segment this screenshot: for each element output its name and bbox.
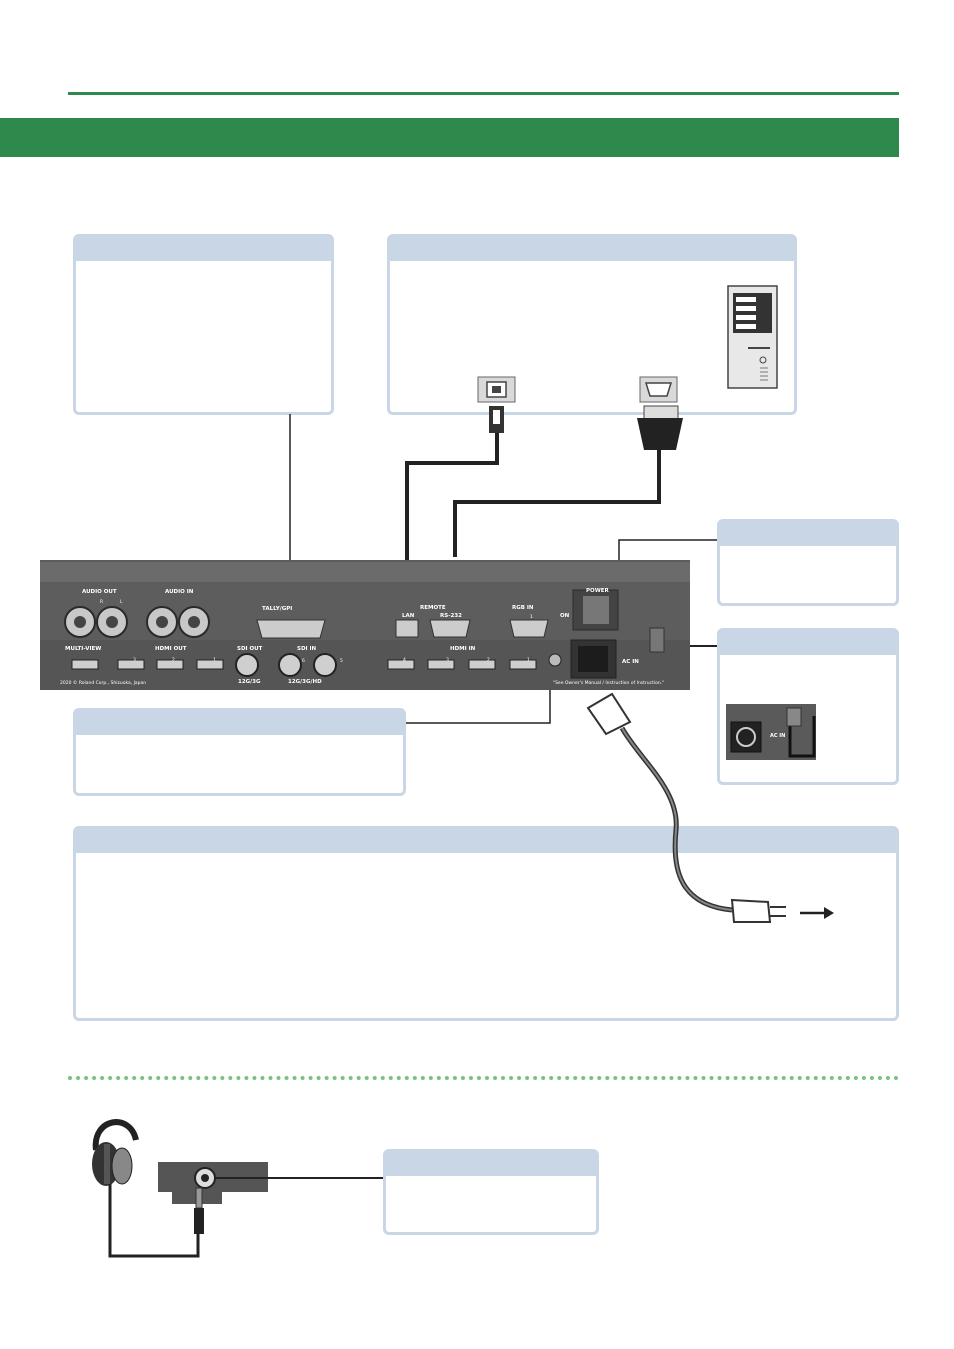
label-tally-gpi: TALLY/GPI: [262, 606, 292, 612]
ground-callout: [73, 708, 406, 796]
panel-footer-left: 2020 © Roland Corp., Shizuoka, Japan: [60, 679, 146, 686]
label-sdi-sub1: 12G/3G: [238, 679, 261, 685]
label-audio-in: AUDIO IN: [165, 589, 194, 595]
label-rs232: RS-232: [440, 613, 462, 619]
label-ac-in: AC IN: [622, 659, 639, 665]
label-in-1: 1: [527, 657, 530, 663]
label-in-2: 2: [487, 657, 490, 663]
power-callout: [717, 519, 899, 606]
phones-callout: [383, 1149, 599, 1235]
headphones-icon: [92, 1119, 139, 1186]
section-header-band: [0, 118, 899, 157]
label-power: POWER: [586, 588, 610, 594]
dotted-divider: [68, 1076, 899, 1080]
rear-panel: AUDIO OUT AUDIO IN MULTI-VIEW HDMI OUT T…: [40, 560, 690, 690]
label-out-1: 1: [213, 657, 216, 663]
label-rgb-in: RGB IN: [512, 605, 534, 611]
lan-port-icon: [477, 376, 516, 403]
headphone-cable: [108, 1177, 383, 1258]
inset-ac-in-label: AC IN: [770, 733, 785, 739]
label-lan: LAN: [402, 613, 415, 619]
label-r: R: [100, 599, 103, 605]
computer-icon: [727, 285, 778, 389]
label-hdmi-out: HDMI OUT: [155, 646, 187, 652]
label-sdi-out: SDI OUT: [237, 646, 263, 652]
label-rgb-1: 1: [530, 614, 533, 620]
panel-footer-mid: "See Owner's Manual / Instruction of Ins…: [553, 680, 664, 686]
rs232-port-icon: [639, 376, 678, 403]
cord-hook-inset: AC IN: [726, 704, 816, 760]
label-l: L: [120, 599, 123, 605]
label-out-2: 2: [172, 657, 175, 663]
label-multi-view: MULTI-VIEW: [65, 646, 101, 652]
label-sdi-in: SDI IN: [297, 646, 317, 652]
power-cord-callout: [73, 826, 899, 1021]
label-sdi-5: 5: [340, 658, 343, 664]
power-cord: [586, 692, 834, 923]
tally-gpi-callout: [73, 234, 334, 415]
label-in-3: 3: [446, 657, 449, 663]
label-in-4: 4: [403, 657, 406, 663]
phones-jack-panel: [158, 1162, 268, 1204]
label-sdi-6: 6: [302, 658, 305, 664]
label-sdi-sub2: 12G/3G/HD: [288, 679, 322, 685]
label-audio-out: AUDIO OUT: [82, 589, 117, 595]
label-remote: REMOTE: [420, 605, 446, 611]
top-rule: [68, 92, 899, 95]
label-hdmi-in: HDMI IN: [450, 646, 476, 652]
label-out-3: 3: [133, 657, 136, 663]
label-on: ON: [560, 613, 570, 619]
